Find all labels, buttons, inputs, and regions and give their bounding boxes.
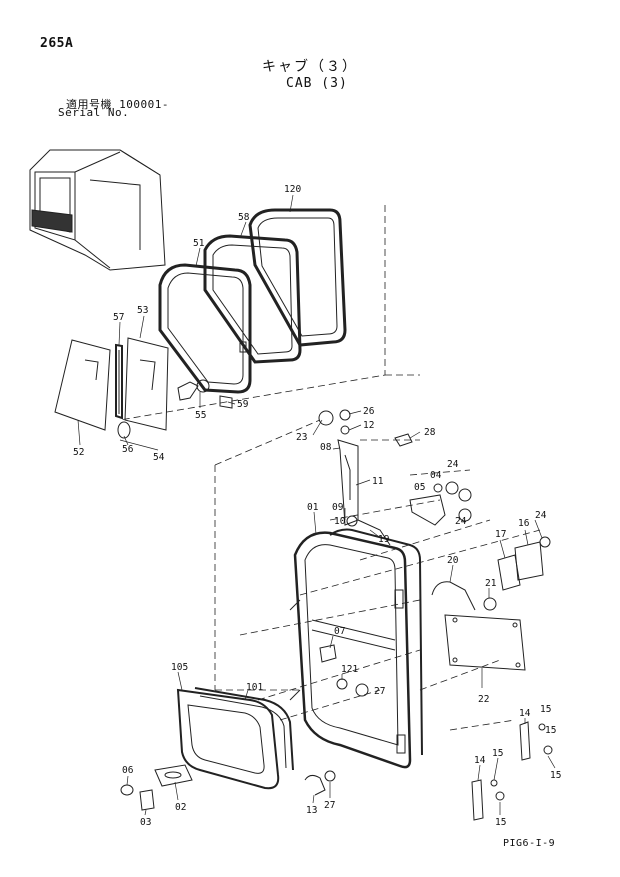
callout: 55 <box>195 410 206 421</box>
callout: 15 <box>492 748 503 759</box>
cab-overview-illustration <box>29 149 166 271</box>
callout: 59 <box>237 399 249 410</box>
figure-code: PIG6-I-9 <box>503 838 556 849</box>
callout: 05 <box>414 482 425 493</box>
callout: 09 <box>332 502 344 513</box>
stopper-59 <box>219 395 233 409</box>
callout: 03 <box>140 817 151 828</box>
window-frame-51 <box>158 263 252 394</box>
callout: 24 <box>535 510 547 521</box>
callout: 15 <box>495 817 506 828</box>
callout: 14 <box>519 708 531 719</box>
callout: 11 <box>372 476 384 487</box>
page-code: 265A <box>40 36 74 51</box>
callout: 15 <box>540 704 551 715</box>
callout: 57 <box>113 312 124 323</box>
serial-label-en: Serial No. <box>58 106 130 119</box>
callout: 24 <box>455 516 467 527</box>
callout: 16 <box>518 518 530 529</box>
window-seal-101 <box>194 687 294 771</box>
window-seal-58 <box>203 234 302 364</box>
callout: 15 <box>545 725 556 736</box>
callout: 17 <box>495 529 506 540</box>
glass-panel-53 <box>124 337 169 431</box>
serial-number-line: 適用号機 100001- <box>66 96 169 112</box>
callout: 56 <box>122 444 134 455</box>
callout: 105 <box>171 662 188 673</box>
callout: 13 <box>306 805 317 816</box>
panel-17 <box>497 554 521 591</box>
title-japanese: キャブ（３） <box>262 59 358 75</box>
callout: 01 <box>307 502 319 513</box>
glass-panel-52 <box>54 339 111 431</box>
callout: 28 <box>424 427 436 438</box>
assembly-guide-lines <box>119 205 541 731</box>
leader-lines <box>77 194 556 816</box>
callout: 51 <box>193 238 205 249</box>
serial-label-jp: 適用号機 <box>66 98 112 111</box>
callout: 54 <box>153 452 165 463</box>
callout: 120 <box>284 184 301 195</box>
panel-22 <box>444 614 526 671</box>
callout: 04 <box>430 470 442 481</box>
callout: 20 <box>447 555 459 566</box>
lower-hardware-13-27 <box>304 770 336 796</box>
callout: 101 <box>246 682 263 693</box>
callout: 58 <box>238 212 250 223</box>
door-01 <box>289 531 412 769</box>
callout: 19 <box>378 534 390 545</box>
callout: 02 <box>175 802 186 813</box>
lock-assembly <box>409 481 472 526</box>
callout: 27 <box>374 686 385 697</box>
callout: 08 <box>320 442 332 453</box>
title-english: CAB (3) <box>286 76 348 91</box>
bolt-21 <box>483 597 497 611</box>
hinge-14-lower <box>471 779 505 821</box>
serial-value: 100001- <box>119 98 169 111</box>
callout: 12 <box>363 420 374 431</box>
latch-hardware-55 <box>177 379 210 401</box>
callout: 10 <box>334 516 346 527</box>
door-seal-19 <box>329 528 423 756</box>
callout: 121 <box>341 664 358 675</box>
callout: 06 <box>122 765 134 776</box>
plate-16 <box>514 536 551 581</box>
window-frame-105 <box>176 688 280 790</box>
seal-strip-57 <box>115 343 123 420</box>
callout: 21 <box>485 578 497 589</box>
callout: 53 <box>137 305 148 316</box>
callout: 52 <box>73 447 84 458</box>
callout: 26 <box>363 406 375 417</box>
window-seal-120 <box>248 208 347 347</box>
callout-labels: 120 58 51 57 53 52 56 54 55 59 26 12 28 … <box>73 184 561 828</box>
callout: 24 <box>447 459 459 470</box>
callout: 22 <box>478 694 489 705</box>
callout: 14 <box>474 755 486 766</box>
callout: 23 <box>296 432 307 443</box>
callout: 15 <box>550 770 561 781</box>
callout: 27 <box>324 800 335 811</box>
rod-20 <box>431 581 476 611</box>
callout: 07 <box>334 626 345 637</box>
bushing-56 <box>117 421 131 439</box>
